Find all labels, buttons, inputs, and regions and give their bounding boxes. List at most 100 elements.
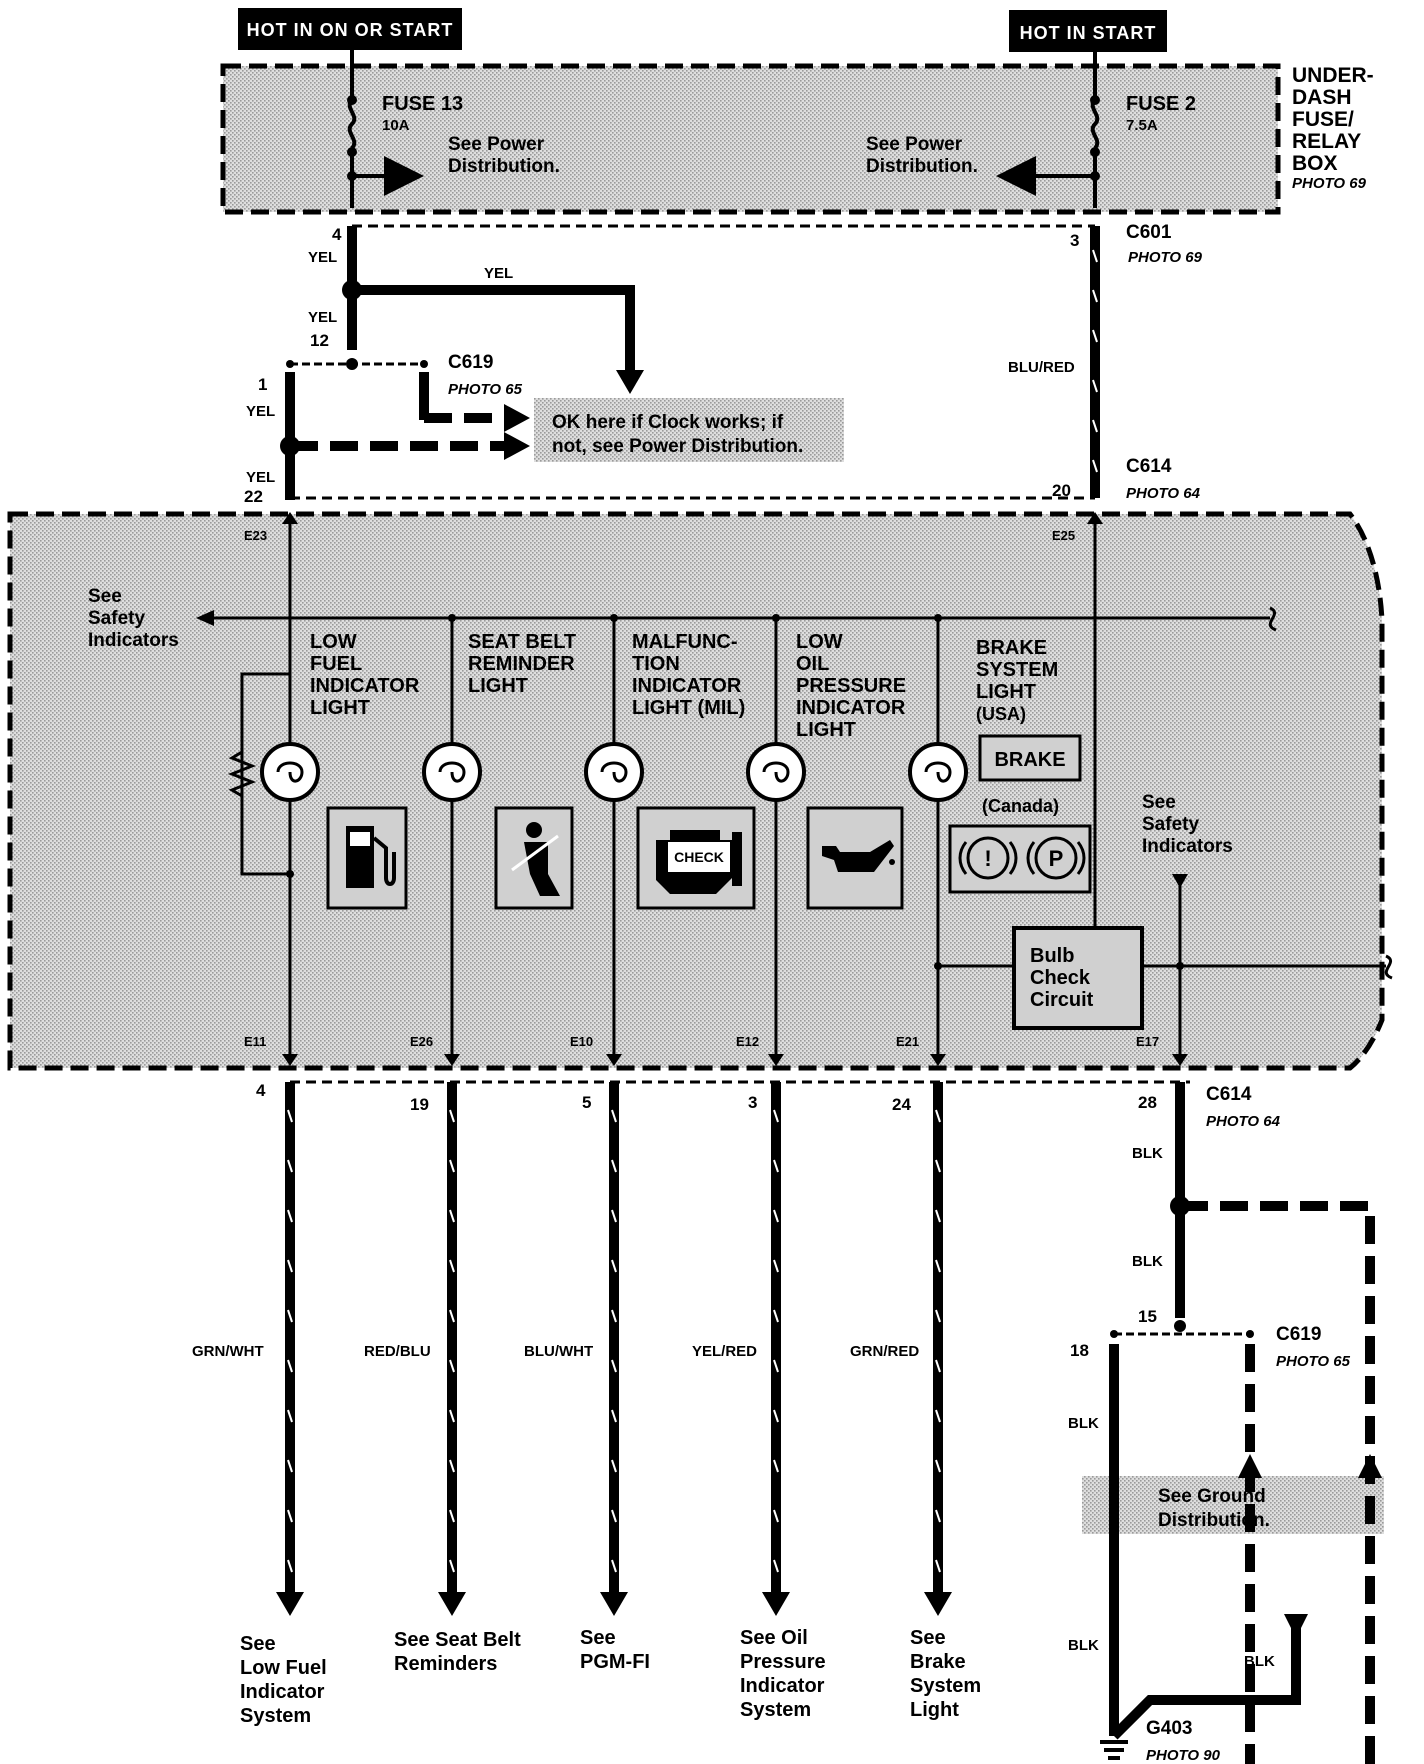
svg-text:Pressure: Pressure — [740, 1651, 826, 1673]
svg-text:MALFUNC-: MALFUNC- — [632, 631, 738, 653]
g403-photo: PHOTO 90 — [1146, 1747, 1221, 1764]
pin-4-top: 4 — [332, 225, 342, 244]
wire-yel-2: YEL — [484, 265, 513, 282]
fuse-box-name: UNDER- DASH FUSE/ RELAY BOX PHOTO 69 — [1292, 64, 1374, 192]
safety-right-arrow — [1172, 874, 1188, 888]
clock-splice — [280, 436, 300, 456]
svg-text:Bulb: Bulb — [1030, 945, 1074, 967]
svg-text:LIGHT (MIL): LIGHT (MIL) — [632, 697, 745, 719]
svg-text:UNDER-: UNDER- — [1292, 64, 1374, 87]
svg-text:INDICATOR: INDICATOR — [632, 675, 742, 697]
clock-arrow-1 — [504, 404, 530, 432]
svg-text:SYSTEM: SYSTEM — [976, 659, 1058, 681]
clock-dashed-wires — [290, 413, 508, 451]
wire-yel-red: YEL/RED — [692, 1343, 757, 1360]
yel-arrow — [616, 370, 644, 394]
svg-text:See Oil: See Oil — [740, 1627, 808, 1649]
c619-bottom-node — [1174, 1320, 1186, 1332]
wire-blk-2: BLK — [1132, 1253, 1163, 1270]
svg-text:LIGHT: LIGHT — [468, 675, 528, 697]
terminal-e11: E11 — [244, 1034, 266, 1049]
fuse13-top-node — [347, 95, 357, 105]
terminal-e23: E23 — [244, 528, 267, 543]
wire-grn-wht: GRN/WHT — [192, 1343, 264, 1360]
c619-top-photo: PHOTO 65 — [448, 381, 523, 398]
terminal-e17: E17 — [1136, 1034, 1159, 1049]
fuse13-bottom-node — [347, 147, 357, 157]
pin-20: 20 — [1052, 481, 1071, 500]
c619-top-name: C619 — [448, 352, 493, 373]
ground-note-box — [1082, 1476, 1384, 1534]
svg-text:Safety: Safety — [88, 608, 145, 629]
clock-note-1: OK here if Clock works; if — [552, 412, 784, 433]
wire-blk-1: BLK — [1132, 1145, 1163, 1162]
safety-left-note: See Safety Indicators — [88, 586, 179, 651]
svg-text:See: See — [910, 1627, 946, 1649]
wire-blu-wht: BLU/WHT — [524, 1343, 593, 1360]
wire-blk-3: BLK — [1068, 1415, 1099, 1432]
fuse13-name: FUSE 13 — [382, 93, 463, 115]
pin-18: 18 — [1070, 1341, 1089, 1360]
blk-splice — [1170, 1196, 1190, 1216]
header-left-label: HOT IN ON OR START — [247, 20, 454, 40]
pin-1: 1 — [258, 375, 267, 394]
wire-blu-red: BLU/RED — [1008, 359, 1075, 376]
svg-text:DASH: DASH — [1292, 86, 1352, 109]
fuse2-name: FUSE 2 — [1126, 93, 1196, 115]
wire-yel-3: YEL — [308, 309, 337, 326]
fuse13-note-2: Distribution. — [448, 156, 560, 177]
c619-bottom-node-left — [1110, 1330, 1118, 1338]
blu-red-stripes — [1092, 249, 1098, 473]
brake-canada-box — [948, 824, 1092, 894]
pin-3-bottom: 3 — [748, 1093, 757, 1112]
pin-24: 24 — [892, 1095, 911, 1114]
terminal-e26: E26 — [410, 1034, 433, 1049]
svg-text:System: System — [240, 1705, 311, 1727]
svg-text:See: See — [1142, 792, 1176, 813]
fuse2-junction — [1090, 171, 1100, 181]
c601-name: C601 — [1126, 222, 1172, 243]
ground-up-arrow-3 — [1284, 1614, 1308, 1638]
c614-top-photo: PHOTO 64 — [1126, 485, 1201, 502]
pin-28: 28 — [1138, 1093, 1157, 1112]
fuse13-note-1: See Power — [448, 134, 545, 155]
bulb-brake — [908, 742, 968, 802]
c614-top-name: C614 — [1126, 456, 1172, 477]
gauge-assembly — [7, 511, 1385, 1071]
fuse2-note-2: Distribution. — [866, 156, 978, 177]
dest-brake: See Brake System Light — [910, 1627, 981, 1721]
yel-splice — [342, 280, 362, 300]
oil-label: LOW OIL PRESSURE INDICATOR LIGHT — [796, 631, 906, 741]
wire-yel-4: YEL — [246, 403, 275, 420]
svg-text:SEAT BELT: SEAT BELT — [468, 631, 576, 653]
svg-text:LIGHT: LIGHT — [310, 697, 370, 719]
ground-dashed-wires — [1180, 1201, 1375, 1764]
ground-note-2: Distribution. — [1158, 1510, 1270, 1531]
svg-text:BRAKE: BRAKE — [976, 637, 1047, 659]
output-wire-stripes — [287, 1109, 941, 1573]
fuse2-circuit — [996, 52, 1100, 208]
c619-top-node-right — [420, 360, 428, 368]
seat-belt-label: SEAT BELT REMINDER LIGHT — [468, 631, 576, 697]
c619-bottom-name: C619 — [1276, 1324, 1321, 1345]
svg-text:Indicator: Indicator — [240, 1681, 325, 1703]
svg-text:System: System — [910, 1675, 981, 1697]
fuse13-junction — [347, 171, 357, 181]
clock-note-box — [534, 398, 844, 462]
svg-text:Check: Check — [1030, 967, 1091, 989]
wire-yel-1: YEL — [308, 249, 337, 266]
dest-seat-belt: See Seat Belt Reminders — [394, 1629, 521, 1675]
canada-label: (Canada) — [982, 796, 1059, 816]
c619-bottom-photo: PHOTO 65 — [1276, 1353, 1351, 1370]
wire-blk-5: BLK — [1244, 1653, 1275, 1670]
svg-text:System: System — [740, 1699, 811, 1721]
g403-name: G403 — [1146, 1718, 1192, 1739]
bus-right-break — [1268, 606, 1277, 632]
brake-exclaim-symbol: ! — [984, 846, 991, 871]
header-right-label: HOT IN START — [1020, 23, 1157, 43]
bus-left-arrow — [196, 610, 214, 626]
bulb-check-box — [1012, 926, 1144, 1030]
pin-4-bottom: 4 — [256, 1081, 266, 1100]
c619-top-node — [346, 358, 358, 370]
yel-wire — [347, 226, 635, 372]
